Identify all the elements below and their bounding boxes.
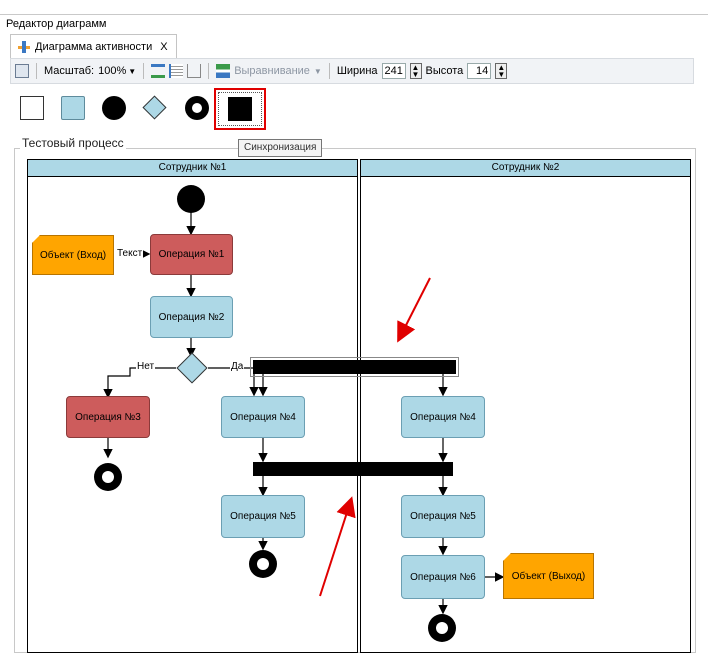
operation-4-lane-2[interactable]: Операция №4 — [401, 396, 485, 438]
toolbar: Масштаб: 100% ▼ Выравнивание ▼ Ширина 24… — [10, 58, 694, 84]
operation-5-lane-1[interactable]: Операция №5 — [221, 495, 305, 538]
align-icon[interactable] — [216, 64, 231, 78]
tab-label: Диаграмма активности — [35, 40, 153, 53]
process-title: Тестовый процесс — [20, 136, 126, 150]
edge-label-yes: Да — [230, 361, 245, 372]
save-icon[interactable] — [15, 64, 29, 78]
scale-select[interactable]: 100% ▼ — [98, 65, 136, 77]
width-stepper[interactable]: ▲▼ — [409, 63, 422, 79]
operation-4-lane-1[interactable]: Операция №4 — [221, 396, 305, 438]
operation-2[interactable]: Операция №2 — [150, 296, 233, 338]
align-select[interactable]: Выравнивание — [234, 65, 310, 77]
height-label: Высота — [425, 65, 464, 77]
sync-bar-selected[interactable] — [253, 360, 456, 374]
lane-header-employee-1: Сотрудник №1 — [27, 159, 358, 177]
rect-white-icon[interactable] — [20, 96, 44, 120]
edge-label-no: Нет — [136, 361, 156, 372]
operation-6[interactable]: Операция №6 — [401, 555, 485, 599]
tab-close-button[interactable]: X — [160, 40, 168, 53]
scale-label: Масштаб: — [44, 65, 95, 77]
window-title: Редактор диаграмм — [0, 14, 708, 32]
toolbar-separator — [36, 63, 37, 79]
height-stepper[interactable]: ▲▼ — [495, 63, 508, 79]
toolbar-separator — [328, 63, 330, 79]
object-output[interactable]: Объект (Выход) — [503, 553, 594, 599]
width-input[interactable]: 241 — [381, 63, 406, 79]
end-node-icon[interactable] — [185, 96, 209, 120]
scale-value: 100% — [98, 65, 127, 77]
toolbar-separator — [208, 63, 210, 79]
selection-frame — [250, 357, 459, 377]
height-input[interactable]: 14 — [467, 63, 492, 79]
lane-header-employee-2: Сотрудник №2 — [360, 159, 691, 177]
rect-blue-icon[interactable] — [61, 96, 85, 120]
toolbar-separator — [143, 63, 145, 79]
sync-bar-highlight — [214, 88, 266, 130]
sync-bar-icon[interactable] — [218, 92, 262, 126]
start-node[interactable] — [177, 185, 205, 213]
object-input[interactable]: Объект (Вход) — [32, 235, 114, 275]
page-frame-icon[interactable] — [187, 64, 202, 78]
layout-tree-icon[interactable] — [151, 64, 166, 78]
width-label: Ширина — [336, 65, 378, 77]
chevron-down-icon: ▼ — [128, 66, 137, 76]
end-node[interactable] — [428, 614, 456, 642]
end-node[interactable] — [249, 550, 277, 578]
tooltip: Синхронизация — [238, 139, 323, 157]
sync-bar-join[interactable] — [253, 462, 453, 476]
operation-5-lane-2[interactable]: Операция №5 — [401, 495, 485, 538]
diagram-tab-icon — [17, 40, 31, 54]
start-node-icon[interactable] — [102, 96, 126, 120]
edge-label-text: Текст — [116, 248, 144, 259]
chevron-down-icon: ▼ — [313, 66, 322, 76]
end-node[interactable] — [94, 463, 122, 491]
list-align-icon[interactable] — [169, 64, 184, 78]
tab-activity-diagram[interactable]: Диаграмма активности X — [10, 34, 177, 58]
operation-1[interactable]: Операция №1 — [150, 234, 233, 275]
operation-3[interactable]: Операция №3 — [66, 396, 150, 438]
